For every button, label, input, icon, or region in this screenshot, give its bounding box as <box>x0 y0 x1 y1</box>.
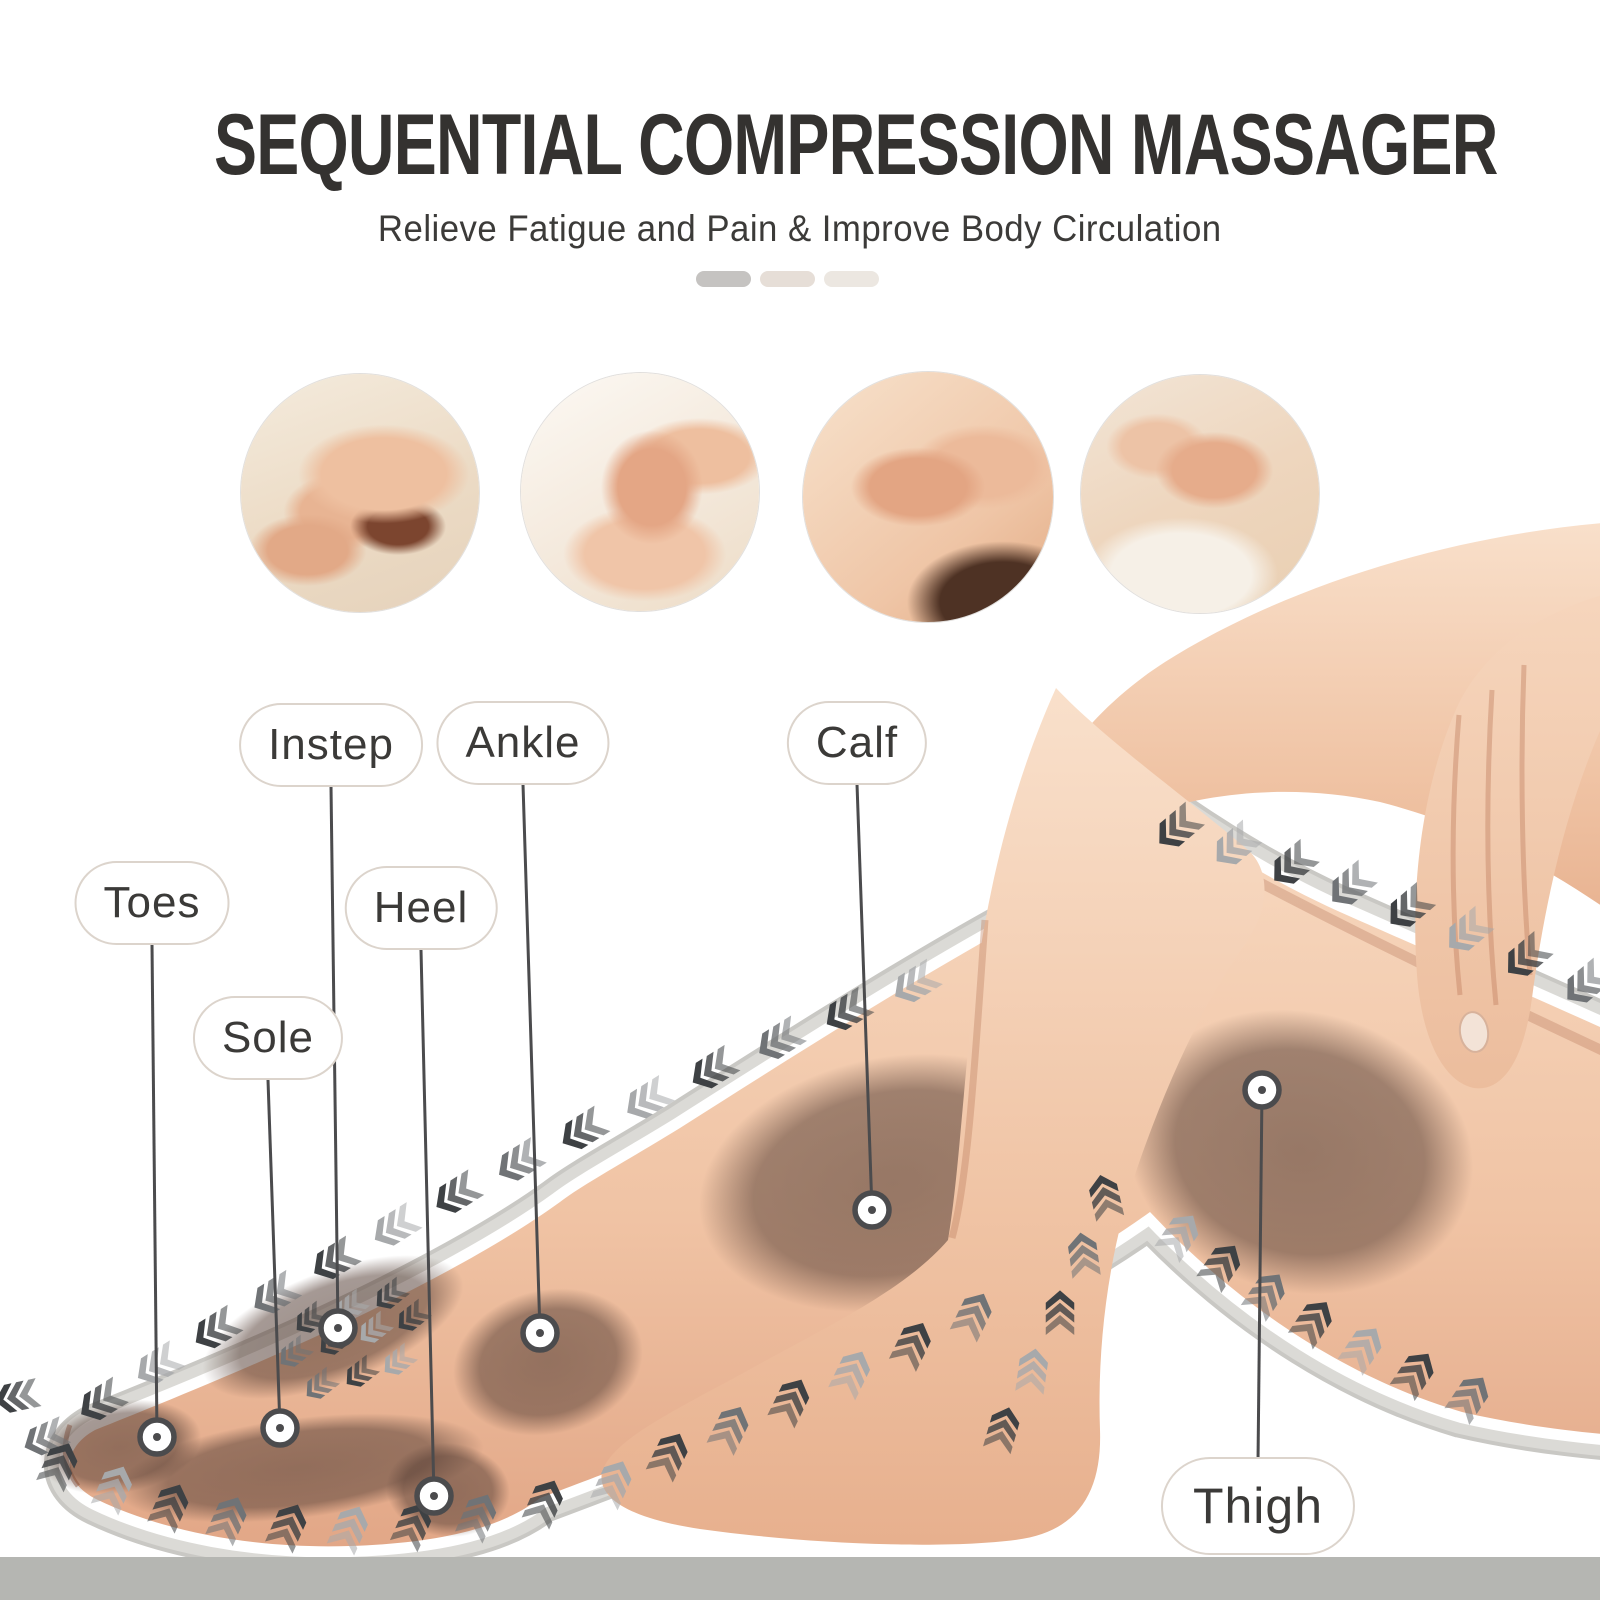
callout-line-toes <box>150 943 159 1438</box>
airflow-chevron-icon <box>0 1378 42 1416</box>
callout-heel: Heel <box>344 866 498 950</box>
airflow-chevron-icon <box>491 1137 547 1188</box>
header: SEQUENTIAL COMPRESSION MASSAGER <box>0 96 1600 195</box>
bent-shin-and-foot <box>601 688 1265 1545</box>
extended-leg-with-sleeve <box>38 794 1600 1573</box>
callout-line-sole <box>266 1079 282 1429</box>
carousel-indicator <box>696 271 879 287</box>
gallery-photo-knee-massage <box>1081 375 1319 613</box>
carousel-dash-1 <box>696 271 751 287</box>
callout-line-thigh <box>1256 1089 1264 1463</box>
callout-dot-center-thigh <box>1258 1086 1266 1094</box>
page-subtitle: Relieve Fatigue and Pain & Improve Body … <box>378 208 1222 249</box>
callout-line-ankle <box>521 783 542 1334</box>
finger-gap <box>1450 714 1463 996</box>
gallery-photo-foot-massage <box>241 374 479 612</box>
bottom-strip <box>0 1557 1600 1600</box>
callout-dot-center-heel <box>430 1492 438 1500</box>
callout-dot-center-instep <box>334 1324 342 1332</box>
fingernail <box>1458 1011 1490 1053</box>
finger-gap <box>1485 689 1499 1006</box>
callout-dot-center-toes <box>153 1433 161 1441</box>
callout-line-heel <box>419 949 436 1497</box>
airflow-chevron-icon <box>366 1202 423 1253</box>
finger-gap <box>1519 664 1533 976</box>
callout-dot-center-calf <box>868 1206 876 1214</box>
callout-ankle: Ankle <box>436 701 610 785</box>
airflow-chevron-icon <box>428 1169 485 1220</box>
gallery-photo-leg-kneading <box>803 372 1053 622</box>
gallery-photo-calf-massage <box>521 373 759 611</box>
hand-fingers <box>1415 595 1600 1089</box>
callout-line-calf <box>855 783 874 1211</box>
hand-on-knee <box>1415 595 1600 1089</box>
zone-thigh <box>1126 1009 1474 1295</box>
carousel-dash-3 <box>824 271 879 287</box>
zone-ankle <box>453 1288 643 1436</box>
callout-instep: Instep <box>239 703 423 787</box>
callout-dot-center-ankle <box>536 1329 544 1337</box>
bent-leg <box>601 523 1600 1545</box>
carousel-dash-2 <box>760 271 815 287</box>
page-title: SEQUENTIAL COMPRESSION MASSAGER <box>213 97 1498 193</box>
callout-toes: Toes <box>74 861 230 945</box>
callout-calf: Calf <box>786 701 928 785</box>
callout-thigh: Thigh <box>1160 1457 1356 1555</box>
shin-shadow <box>948 919 989 1239</box>
callout-dot-center-sole <box>276 1424 284 1432</box>
callout-sole: Sole <box>192 996 344 1080</box>
